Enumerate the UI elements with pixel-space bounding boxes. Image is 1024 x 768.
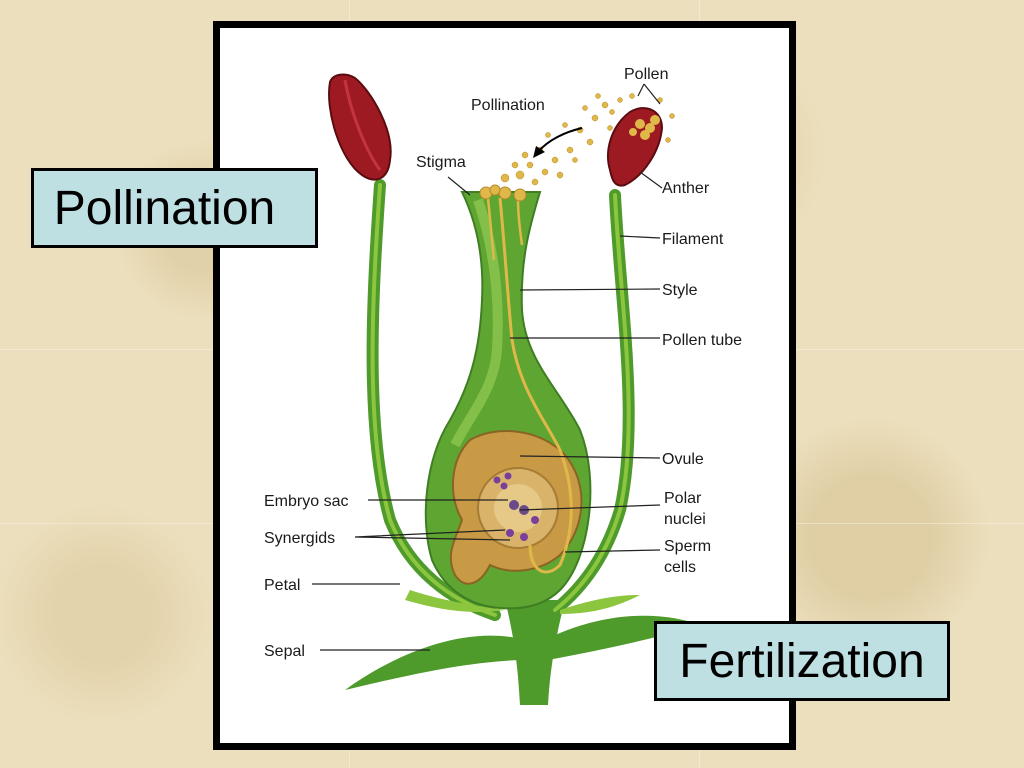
pollination-callout: Pollination <box>31 168 318 248</box>
label-embryo-sac: Embryo sac <box>264 493 348 510</box>
label-ovule: Ovule <box>662 451 704 468</box>
label-polar-nuclei-line1: Polar <box>664 490 702 507</box>
petal-right <box>560 595 640 614</box>
filament-left-highlight <box>370 183 497 617</box>
anther-left-highlight <box>343 79 382 171</box>
label-sperm-cells-line1: Sperm <box>664 538 711 555</box>
stigma-pollen <box>479 184 527 202</box>
label-stigma: Stigma <box>416 154 466 171</box>
pollination-arrowhead <box>533 146 545 158</box>
label-pollen: Pollen <box>624 66 668 83</box>
polar-nucleus <box>509 500 519 510</box>
nucleus <box>504 472 512 480</box>
pollen-tube <box>498 197 573 574</box>
label-petal: Petal <box>264 577 300 594</box>
receptacle <box>505 600 565 705</box>
petal-left <box>405 590 505 612</box>
label-pollen-tube: Pollen tube <box>662 332 742 349</box>
leader-lines <box>312 83 663 651</box>
fertilization-callout: Fertilization <box>654 621 950 701</box>
synergid <box>506 529 514 537</box>
label-style: Style <box>662 282 698 299</box>
label-sepal: Sepal <box>264 643 305 660</box>
sepal-left <box>345 635 525 690</box>
anther-left <box>328 73 392 181</box>
pollen-tube-3 <box>516 197 524 246</box>
label-filament: Filament <box>662 231 724 248</box>
pollen-tube-2 <box>486 197 496 261</box>
label-anther: Anther <box>662 180 710 197</box>
label-polar-nuclei-line2: nuclei <box>664 511 706 528</box>
label-pollination: Pollination <box>471 97 545 114</box>
label-synergids: Synergids <box>264 530 335 547</box>
filament-right-highlight <box>553 193 631 612</box>
synergid <box>531 516 539 524</box>
nucleus <box>500 482 508 490</box>
nucleus <box>493 476 501 484</box>
label-sperm-cells-line2: cells <box>664 559 696 576</box>
style-highlight <box>450 198 503 448</box>
anther-right-pollen <box>629 115 660 140</box>
pollination-arrow <box>537 127 583 153</box>
synergid <box>520 533 528 541</box>
